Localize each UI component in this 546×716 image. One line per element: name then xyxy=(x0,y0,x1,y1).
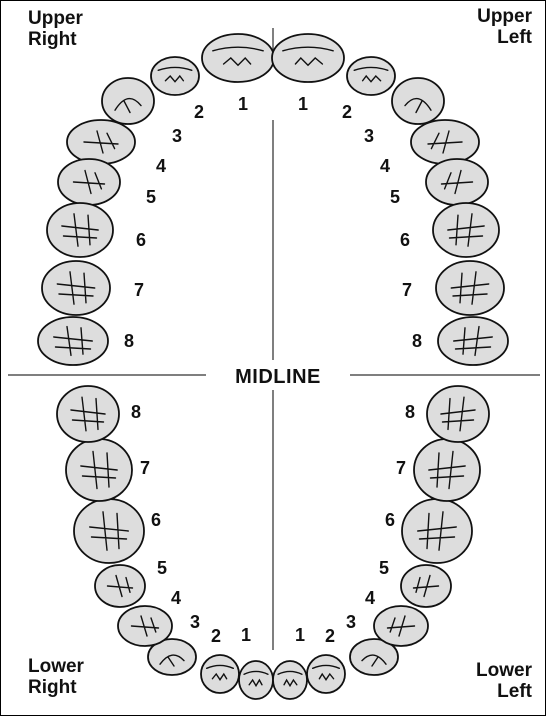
tooth-upper-right-1 xyxy=(201,33,275,83)
tooth-number-lower-right-6: 6 xyxy=(151,510,161,530)
tooth-number-upper-left-2: 2 xyxy=(342,102,352,122)
tooth-number-lower-right-8: 8 xyxy=(131,402,141,422)
tooth-number-upper-right-7: 7 xyxy=(134,280,144,300)
tooth-number-upper-right-8: 8 xyxy=(124,331,134,351)
midline-label: MIDLINE xyxy=(235,366,321,388)
tooth-number-upper-right-2: 2 xyxy=(194,102,204,122)
tooth-upper-right-7 xyxy=(41,260,111,316)
tooth-lower-left-4 xyxy=(373,605,429,647)
tooth-lower-right-6 xyxy=(73,498,145,564)
upper-left-label: Upper Left xyxy=(477,6,532,48)
tooth-number-lower-right-1: 1 xyxy=(241,625,251,645)
tooth-lower-right-8 xyxy=(56,385,120,443)
tooth-lower-left-7 xyxy=(413,438,481,502)
upper-left-label-line2: Left xyxy=(497,27,532,48)
lower-left-label: Lower Left xyxy=(476,660,532,702)
tooth-number-lower-left-5: 5 xyxy=(379,558,389,578)
tooth-number-lower-right-2: 2 xyxy=(211,626,221,646)
tooth-upper-left-4 xyxy=(410,119,480,165)
tooth-upper-left-7 xyxy=(435,260,505,316)
tooth-number-lower-right-7: 7 xyxy=(140,458,150,478)
upper-right-label-line2: Right xyxy=(28,29,77,50)
tooth-number-lower-right-4: 4 xyxy=(171,588,181,608)
tooth-number-upper-left-8: 8 xyxy=(412,331,422,351)
tooth-lower-right-1 xyxy=(238,660,274,700)
tooth-lower-right-4 xyxy=(117,605,173,647)
tooth-number-lower-left-6: 6 xyxy=(385,510,395,530)
tooth-number-lower-left-1: 1 xyxy=(295,625,305,645)
tooth-number-upper-right-6: 6 xyxy=(136,230,146,250)
tooth-number-upper-left-4: 4 xyxy=(380,156,390,176)
tooth-upper-right-6 xyxy=(46,202,114,258)
lower-right-label-line2: Right xyxy=(28,677,77,698)
tooth-upper-right-3 xyxy=(101,77,155,125)
tooth-upper-left-8 xyxy=(437,316,509,366)
tooth-number-upper-left-5: 5 xyxy=(390,187,400,207)
tooth-upper-left-6 xyxy=(432,202,500,258)
tooth-number-lower-left-7: 7 xyxy=(396,458,406,478)
tooth-upper-right-4 xyxy=(66,119,136,165)
tooth-number-upper-left-1: 1 xyxy=(298,94,308,114)
tooth-number-upper-left-3: 3 xyxy=(364,126,374,146)
tooth-upper-left-5 xyxy=(425,158,489,206)
tooth-number-upper-right-1: 1 xyxy=(238,94,248,114)
upper-right-label-line1: Upper xyxy=(28,8,83,29)
upper-right-label: Upper Right xyxy=(28,8,83,50)
lower-left-label-line1: Lower xyxy=(476,660,532,681)
tooth-number-upper-left-6: 6 xyxy=(400,230,410,250)
tooth-upper-right-8 xyxy=(37,316,109,366)
tooth-lower-left-8 xyxy=(426,385,490,443)
tooth-number-lower-right-3: 3 xyxy=(190,612,200,632)
tooth-number-lower-left-2: 2 xyxy=(325,626,335,646)
tooth-upper-left-3 xyxy=(391,77,445,125)
tooth-number-upper-left-7: 7 xyxy=(402,280,412,300)
tooth-upper-right-5 xyxy=(57,158,121,206)
tooth-lower-right-5 xyxy=(94,564,146,608)
tooth-lower-left-3 xyxy=(349,638,399,676)
lower-left-label-line2: Left xyxy=(497,681,532,702)
lower-right-label: Lower Right xyxy=(28,656,84,698)
tooth-number-upper-right-4: 4 xyxy=(156,156,166,176)
tooth-number-upper-right-5: 5 xyxy=(146,187,156,207)
tooth-lower-left-6 xyxy=(401,498,473,564)
lower-right-label-line1: Lower xyxy=(28,656,84,677)
tooth-lower-right-2 xyxy=(200,654,240,694)
tooth-number-lower-right-5: 5 xyxy=(157,558,167,578)
tooth-number-upper-right-3: 3 xyxy=(172,126,182,146)
tooth-number-lower-left-3: 3 xyxy=(346,612,356,632)
tooth-upper-right-2 xyxy=(150,56,200,96)
tooth-upper-left-2 xyxy=(346,56,396,96)
tooth-number-lower-left-4: 4 xyxy=(365,588,375,608)
tooth-lower-right-3 xyxy=(147,638,197,676)
tooth-lower-left-5 xyxy=(400,564,452,608)
tooth-lower-right-7 xyxy=(65,438,133,502)
tooth-lower-left-1 xyxy=(272,660,308,700)
tooth-upper-left-1 xyxy=(271,33,345,83)
tooth-lower-left-2 xyxy=(306,654,346,694)
tooth-number-lower-left-8: 8 xyxy=(405,402,415,422)
upper-left-label-line1: Upper xyxy=(477,6,532,27)
